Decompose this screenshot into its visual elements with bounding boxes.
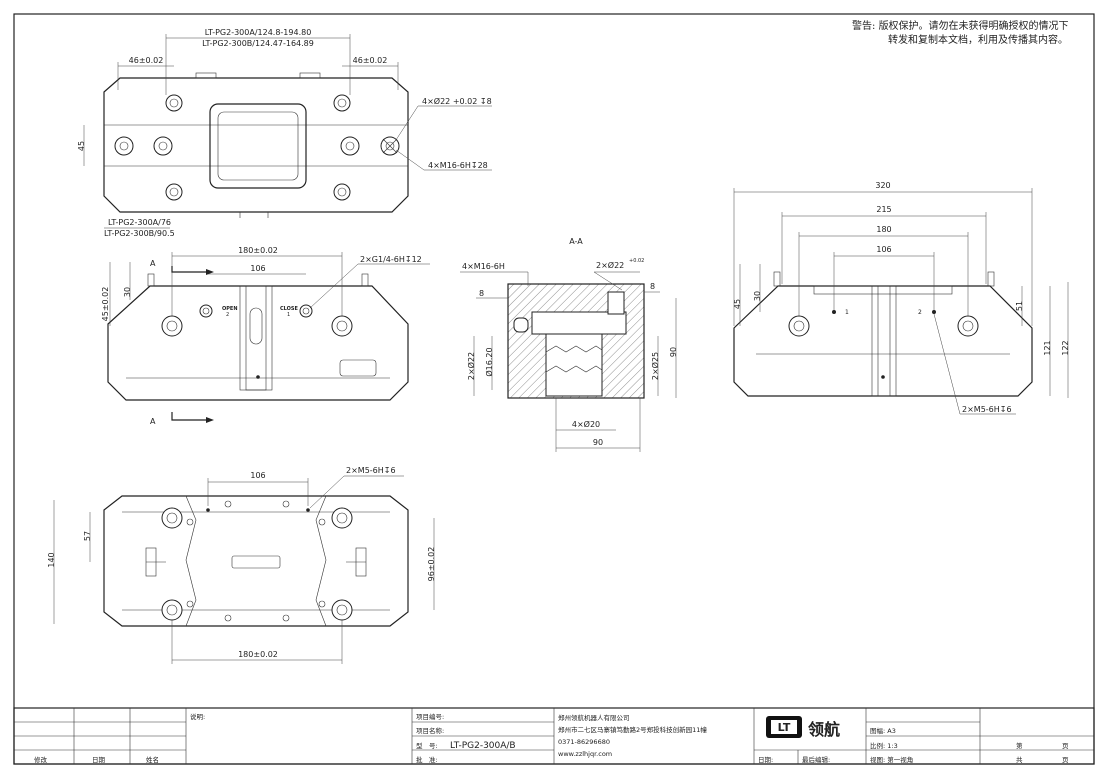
tb-approve: 批 准: xyxy=(416,755,438,764)
section-dim-16: Ø16.20 xyxy=(484,347,494,376)
top-dim-height: 45 xyxy=(77,141,86,151)
tb-date: 日期 xyxy=(92,756,106,764)
bottom-dim-96: 96±0.02 xyxy=(427,547,436,582)
bottom-dim-180: 180±0.02 xyxy=(238,650,278,659)
side-dim-122: 122 xyxy=(1061,340,1070,355)
section-dim-22: 2×Ø22 xyxy=(466,352,476,380)
front-dim-height-b: 30 xyxy=(123,287,132,297)
front-callout-port: 2×G1/4-6H↧12 xyxy=(360,255,422,264)
label-open: OPEN xyxy=(222,306,238,312)
title-block: 说明: 修改 日期 姓名 项目编号: 项目名称: 型 号: LT-PG2-300… xyxy=(13,707,1095,765)
front-dim-inner: 106 xyxy=(250,264,265,273)
section-mark-top: A xyxy=(150,259,156,268)
side-dim-106: 106 xyxy=(876,245,891,254)
front-dim-width: 180±0.02 xyxy=(238,246,278,255)
label-close-num: 1 xyxy=(287,312,290,318)
top-dim-overall-b: LT-PG2-300B/124.47-164.89 xyxy=(202,39,314,48)
tb-model-label: 型 号: xyxy=(416,741,438,750)
side-dim-215: 215 xyxy=(876,205,891,214)
copyright-warning: 警告: 版权保护。请勿在未获得明确授权的情况下 转发和复制本文档，利用及传播其内… xyxy=(852,20,1102,48)
logo-mark: LT xyxy=(778,721,791,734)
section-callout-thread: 4×M16-6H xyxy=(462,262,505,271)
tb-phone: 0371-86296680 xyxy=(558,738,610,746)
tb-date-label: 日期: xyxy=(758,756,773,764)
tb-total-unit: 页 xyxy=(1062,756,1069,764)
tb-desc-label: 说明: xyxy=(190,712,205,721)
side-dim-30: 30 xyxy=(753,291,762,301)
bottom-dim-57: 57 xyxy=(83,531,92,541)
tb-website: www.zzlhjqr.com xyxy=(558,750,612,758)
logo-text: 领航 xyxy=(808,720,840,739)
tb-page-label: 第 xyxy=(1016,741,1023,750)
tb-total-label: 共 xyxy=(1016,755,1023,764)
side-callout-thread: 2×M5-6H↧6 xyxy=(962,405,1012,414)
label-close: CLOSE xyxy=(280,306,299,312)
top-dim-right: 46±0.02 xyxy=(353,56,388,65)
section-dim-8-left: 8 xyxy=(479,289,484,298)
label-open-num: 2 xyxy=(226,312,229,318)
tb-address: 郑州市二七区马寨镇笃勤路2号郑投科技创新园11幢 xyxy=(558,725,707,734)
warning-line-1: 版权保护。请勿在未获得明确授权的情况下 xyxy=(878,21,1069,32)
tb-page-unit: 页 xyxy=(1062,742,1069,750)
tb-model-value: LT-PG2-300A/B xyxy=(450,741,516,751)
side-view: 1 2 320 215 180 106 45 30 51 121 122 2×M… xyxy=(733,181,1070,415)
bottom-view: 106 2×M5-6H↧6 140 57 96±0.02 180±0.02 xyxy=(47,466,436,664)
top-dim-left: 46±0.02 xyxy=(129,56,164,65)
company-logo: LT 领航 xyxy=(766,716,840,739)
section-dim-20: 4×Ø20 xyxy=(572,419,600,429)
section-dim-90-right: 90 xyxy=(669,347,678,357)
tb-name: 姓名 xyxy=(146,755,159,764)
top-callout-thread: 4×M16-6H↧28 xyxy=(428,161,488,170)
side-dim-320: 320 xyxy=(875,181,890,190)
tb-project-no: 项目编号: xyxy=(416,712,444,721)
warning-line-2: 转发和复制本文档，利用及传播其内容。 xyxy=(888,35,1068,46)
bottom-dim-106: 106 xyxy=(250,471,265,480)
section-dim-25: 2×Ø25 xyxy=(650,352,660,380)
tb-scale: 比例: 1:3 xyxy=(870,741,898,750)
side-dim-121: 121 xyxy=(1043,340,1052,355)
side-label-port2: 2 xyxy=(918,309,922,316)
section-title: A-A xyxy=(569,237,583,246)
top-callout-bore: 4×Ø22 +0.02 ↧8 xyxy=(422,96,492,106)
tb-view: 视图: 第一视角 xyxy=(870,755,913,764)
top-dim-bottom-b: LT-PG2-300B/90.5 xyxy=(104,229,175,238)
top-dim-overall-a: LT-PG2-300A/124.8-194.80 xyxy=(205,28,312,37)
front-dim-height-a: 45±0.02 xyxy=(101,287,110,322)
section-callout-bore-tol: +0.02 xyxy=(629,258,644,264)
front-view: OPEN 2 CLOSE 1 180±0.02 106 45±0.02 30 2… xyxy=(101,246,430,426)
section-mark-bottom: A xyxy=(150,417,156,426)
section-dim-90-bottom: 90 xyxy=(593,438,603,447)
tb-project-name: 项目名称: xyxy=(416,726,444,735)
tb-last-edit: 最后编辑: xyxy=(802,755,830,764)
section-dim-8-right: 8 xyxy=(650,282,655,291)
section-view: A-A 4×M16-6H 2×Ø22 +0.02 8 8 2×Ø22 Ø16.2… xyxy=(460,237,678,452)
side-dim-51: 51 xyxy=(1015,301,1024,311)
top-dim-bottom-a: LT-PG2-300A/76 xyxy=(108,218,171,227)
warning-label: 警告: xyxy=(852,21,876,32)
side-dim-180: 180 xyxy=(876,225,891,234)
side-dim-45: 45 xyxy=(733,299,742,309)
bottom-dim-140: 140 xyxy=(47,552,56,567)
tb-modify: 修改 xyxy=(34,755,48,764)
side-label-port1: 1 xyxy=(845,309,849,316)
top-view: LT-PG2-300A/124.8-194.80 LT-PG2-300B/124… xyxy=(77,28,492,238)
section-callout-bore: 2×Ø22 xyxy=(596,260,624,270)
bottom-callout-thread: 2×M5-6H↧6 xyxy=(346,466,396,475)
tb-sheet-size: 图幅: A3 xyxy=(870,726,896,735)
tb-company: 郑州领航机器人有限公司 xyxy=(558,713,630,722)
